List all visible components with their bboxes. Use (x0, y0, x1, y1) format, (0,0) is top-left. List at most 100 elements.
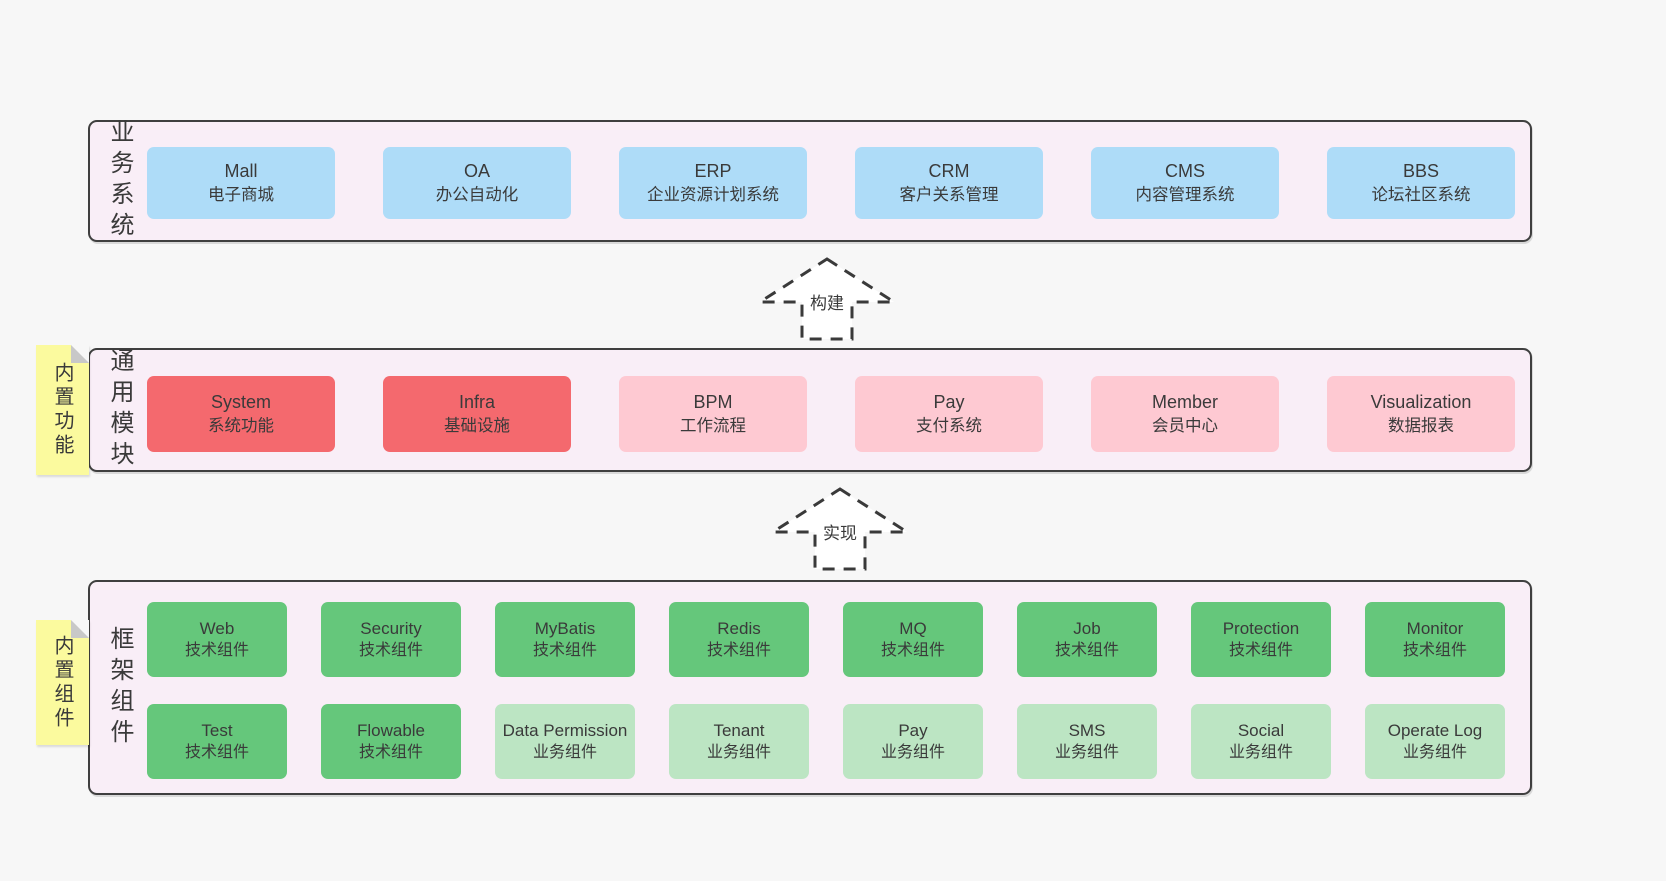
box-pay-module: Pay 支付系统 (855, 376, 1043, 452)
box-infra: Infra 基础设施 (383, 376, 571, 452)
box-title: Security (360, 618, 422, 638)
box-title: System (210, 392, 271, 413)
box-subtitle: 业务组件 (1228, 744, 1293, 762)
box-subtitle: 办公自动化 (435, 186, 519, 205)
box-monitor: Monitor 技术组件 (1365, 602, 1505, 677)
box-subtitle: 业务组件 (880, 744, 945, 762)
box-data-permission: Data Permission 业务组件 (495, 704, 635, 779)
implement-arrow-icon: 实现 (767, 487, 913, 571)
box-title: CRM (928, 161, 970, 182)
box-subtitle: 业务组件 (706, 744, 771, 762)
box-title: Monitor (1406, 618, 1464, 638)
box-title: Mall (224, 161, 258, 182)
box-subtitle: 企业资源计划系统 (647, 186, 779, 205)
box-title: Tenant (713, 720, 765, 740)
box-title: Member (1151, 392, 1218, 413)
box-subtitle: 技术组件 (184, 744, 249, 762)
sticky-builtin-functions: 内置功能 (36, 345, 89, 475)
box-subtitle: 内容管理系统 (1135, 186, 1235, 205)
implement-arrow-label: 实现 (823, 524, 857, 543)
box-title: Web (199, 618, 235, 638)
box-title: BPM (693, 392, 733, 413)
box-oa: OA 办公自动化 (383, 147, 571, 219)
box-subtitle: 工作流程 (680, 417, 746, 436)
box-web: Web 技术组件 (147, 602, 287, 677)
band-framework-components-label: 框架组件 (106, 625, 133, 750)
box-member: Member 会员中心 (1091, 376, 1279, 452)
box-operate-log: Operate Log 业务组件 (1365, 704, 1505, 779)
build-arrow-label: 构建 (810, 294, 844, 313)
box-title: Infra (458, 392, 496, 413)
box-subtitle: 技术组件 (1228, 642, 1293, 660)
box-title: Redis (717, 618, 761, 638)
box-job: Job 技术组件 (1017, 602, 1157, 677)
box-mall: Mall 电子商城 (147, 147, 335, 219)
build-arrow-icon: 构建 (754, 257, 900, 341)
box-cms: CMS 内容管理系统 (1091, 147, 1279, 219)
box-erp: ERP 企业资源计划系统 (619, 147, 807, 219)
box-title: OA (463, 161, 490, 182)
common-modules-row: System 系统功能 Infra 基础设施 BPM 工作流程 Pay 支付系统… (147, 376, 1515, 452)
business-systems-row: Mall 电子商城 OA 办公自动化 ERP 企业资源计划系统 CRM 客户关系… (147, 147, 1515, 219)
box-test: Test 技术组件 (147, 704, 287, 779)
box-title: Social (1237, 720, 1285, 740)
box-sms: SMS 业务组件 (1017, 704, 1157, 779)
box-subtitle: 会员中心 (1152, 417, 1218, 436)
box-subtitle: 技术组件 (706, 642, 771, 660)
folded-corner-icon (71, 345, 89, 363)
box-subtitle: 业务组件 (1402, 744, 1467, 762)
box-subtitle: 技术组件 (532, 642, 597, 660)
box-visualization: Visualization 数据报表 (1327, 376, 1515, 452)
box-redis: Redis 技术组件 (669, 602, 809, 677)
box-subtitle: 基础设施 (444, 417, 510, 436)
box-bpm: BPM 工作流程 (619, 376, 807, 452)
box-subtitle: 系统功能 (208, 417, 274, 436)
framework-components-row-2: Test 技术组件 Flowable 技术组件 Data Permission … (147, 704, 1505, 779)
folded-corner-icon (71, 620, 89, 638)
box-mq: MQ 技术组件 (843, 602, 983, 677)
box-subtitle: 客户关系管理 (899, 186, 999, 205)
box-subtitle: 电子商城 (208, 186, 274, 205)
sticky-builtin-components-label: 内置组件 (51, 634, 73, 731)
box-title: Visualization (1370, 392, 1472, 413)
box-protection: Protection 技术组件 (1191, 602, 1331, 677)
box-subtitle: 技术组件 (358, 642, 423, 660)
box-subtitle: 技术组件 (1054, 642, 1119, 660)
box-social: Social 业务组件 (1191, 704, 1331, 779)
box-bbs: BBS 论坛社区系统 (1327, 147, 1515, 219)
framework-components-row-1: Web 技术组件 Security 技术组件 MyBatis 技术组件 Redi… (147, 602, 1505, 677)
band-common-modules-label: 通用模块 (106, 348, 133, 472)
box-system: System 系统功能 (147, 376, 335, 452)
box-title: Pay (898, 720, 928, 740)
sticky-builtin-components: 内置组件 (36, 620, 89, 745)
box-title: Data Permission (502, 720, 628, 740)
box-subtitle: 业务组件 (532, 744, 597, 762)
box-subtitle: 业务组件 (1054, 744, 1119, 762)
box-title: Flowable (356, 720, 426, 740)
box-title: ERP (694, 161, 732, 182)
box-subtitle: 论坛社区系统 (1371, 186, 1471, 205)
box-title: BBS (1402, 161, 1440, 182)
box-subtitle: 技术组件 (184, 642, 249, 660)
band-business-systems-label: 业务系统 (106, 119, 133, 243)
box-subtitle: 技术组件 (1402, 642, 1467, 660)
box-mybatis: MyBatis 技术组件 (495, 602, 635, 677)
box-tenant: Tenant 业务组件 (669, 704, 809, 779)
box-title: Protection (1222, 618, 1300, 638)
box-title: Test (201, 720, 233, 740)
box-subtitle: 支付系统 (916, 417, 982, 436)
sticky-builtin-functions-label: 内置功能 (51, 362, 73, 458)
box-title: MQ (899, 618, 927, 638)
box-subtitle: 技术组件 (358, 744, 423, 762)
box-title: MyBatis (534, 618, 596, 638)
box-crm: CRM 客户关系管理 (855, 147, 1043, 219)
box-security: Security 技术组件 (321, 602, 461, 677)
box-title: SMS (1068, 720, 1106, 740)
box-title: CMS (1165, 161, 1205, 182)
box-pay-component: Pay 业务组件 (843, 704, 983, 779)
box-subtitle: 数据报表 (1388, 417, 1454, 436)
box-flowable: Flowable 技术组件 (321, 704, 461, 779)
band-framework-components: 框架组件 Web 技术组件 Security 技术组件 MyBatis 技术组件… (88, 580, 1532, 795)
band-common-modules: 通用模块 System 系统功能 Infra 基础设施 BPM 工作流程 Pay… (88, 348, 1532, 472)
